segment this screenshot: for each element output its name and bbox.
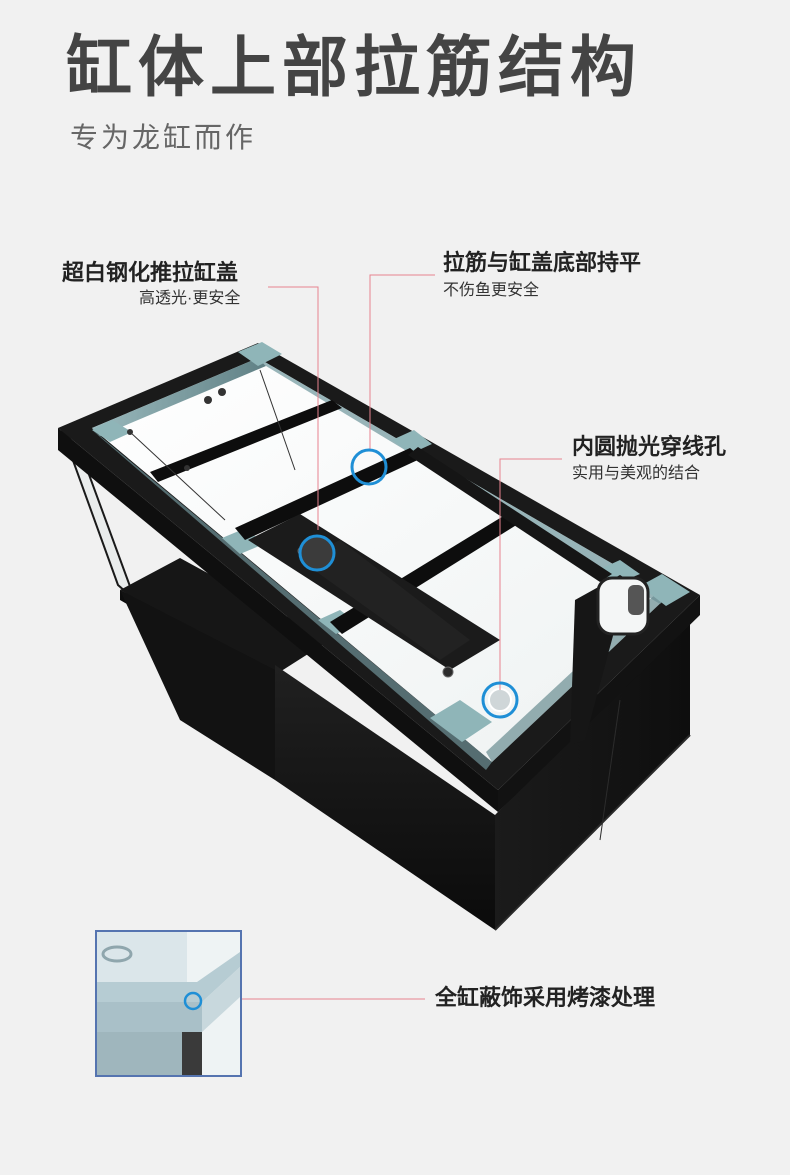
callout-brace-desc: 不伤鱼更安全 (443, 282, 540, 299)
tank-body (61, 429, 691, 931)
callout-brace-title: 拉筋与缸盖底部持平 (443, 250, 642, 275)
callout-hole-desc: 实用与美观的结合 (572, 465, 701, 482)
cable-hole (488, 688, 512, 712)
callout-lid-desc: 高透光·更安全 (139, 290, 241, 307)
brace-marker (350, 448, 388, 486)
overflow-box (570, 575, 650, 745)
callout-paint-title: 全缸蔽饰采用烤漆处理 (435, 985, 656, 1010)
paint-marker (183, 991, 203, 1011)
callout-lid-title: 超白钢化推拉缸盖 (62, 260, 239, 285)
inset-photo (95, 930, 242, 1077)
lid-marker (298, 534, 336, 572)
hole-marker (481, 681, 519, 719)
page-subtitle: 专为龙缸而作 (70, 122, 257, 153)
page-title: 缸体上部拉筋结构 (66, 30, 642, 104)
callout-hole-title: 内圆抛光穿线孔 (572, 434, 727, 459)
painted-corner-image (97, 932, 240, 1075)
